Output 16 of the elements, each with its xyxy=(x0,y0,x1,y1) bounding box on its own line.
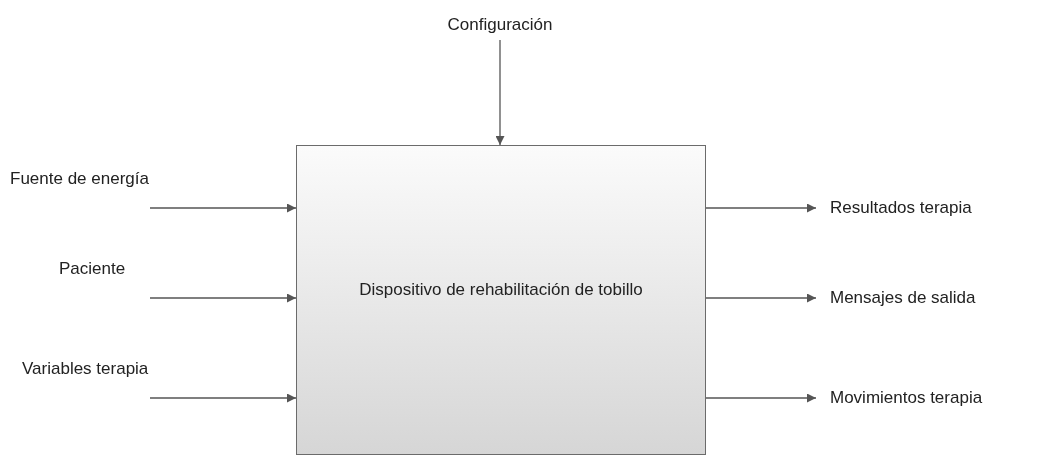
arrow xyxy=(149,393,297,403)
flow-label: Configuración xyxy=(447,14,553,36)
arrow xyxy=(149,203,297,213)
flow-label: Paciente xyxy=(59,258,126,280)
flow-label: Resultados terapia xyxy=(830,197,972,219)
arrow xyxy=(705,293,817,303)
arrow xyxy=(705,203,817,213)
flow-label: Variables terapia xyxy=(22,358,149,380)
box-label: Dispositivo de rehabilitación de tobillo xyxy=(359,279,643,301)
flow-label: Mensajes de salida xyxy=(830,287,976,309)
flow-label: Fuente de energía xyxy=(10,168,149,190)
process-box xyxy=(296,145,706,455)
flow-label: Movimientos terapia xyxy=(830,387,983,409)
arrow xyxy=(705,393,817,403)
arrow xyxy=(495,39,505,146)
arrow xyxy=(149,293,297,303)
